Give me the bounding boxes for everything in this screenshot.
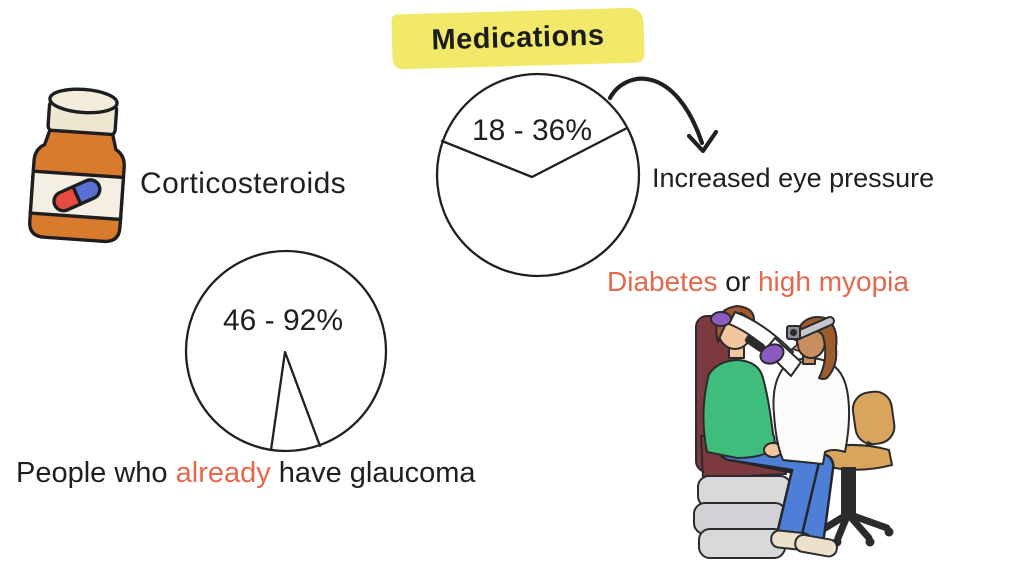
curved-arrow-icon xyxy=(607,76,719,154)
risk-connector-text: or xyxy=(717,266,758,297)
eye-exam-illustration xyxy=(693,305,896,559)
glove-icon xyxy=(759,343,785,365)
glaucoma-prefix-text: People who xyxy=(16,457,176,489)
pill-bottle-illustration xyxy=(28,87,126,244)
medication-class-label: Corticosteroids xyxy=(140,167,347,200)
glaucoma-emphasis-text: already xyxy=(175,457,271,489)
bottle-cap xyxy=(46,87,119,139)
capsule-pill-icon xyxy=(52,178,102,213)
risk-factors-caption: Diabetes or high myopia xyxy=(607,266,909,298)
risk-myopia-text: high myopia xyxy=(757,266,909,297)
office-chair xyxy=(815,390,896,547)
doctor-figure xyxy=(710,311,851,465)
pie-value-label: 46 - 92% xyxy=(223,304,343,337)
pie-slice-lines xyxy=(269,350,322,452)
glove-icon xyxy=(710,311,732,327)
pie-value-label: 18 - 36% xyxy=(472,114,592,147)
eye-pressure-label: Increased eye pressure xyxy=(652,163,935,193)
pie-slice-lines xyxy=(440,126,629,179)
glaucoma-suffix-text: have glaucoma xyxy=(270,457,476,489)
page-title: Medications xyxy=(431,19,605,57)
pie-chart-eye-pressure: 18 - 36% xyxy=(435,72,641,278)
pie-chart-existing-glaucoma: 46 - 92% xyxy=(184,249,388,453)
risk-diabetes-text: Diabetes xyxy=(607,266,718,297)
glaucoma-caption: People who already have glaucoma xyxy=(16,457,476,490)
pie-circle xyxy=(184,249,388,453)
